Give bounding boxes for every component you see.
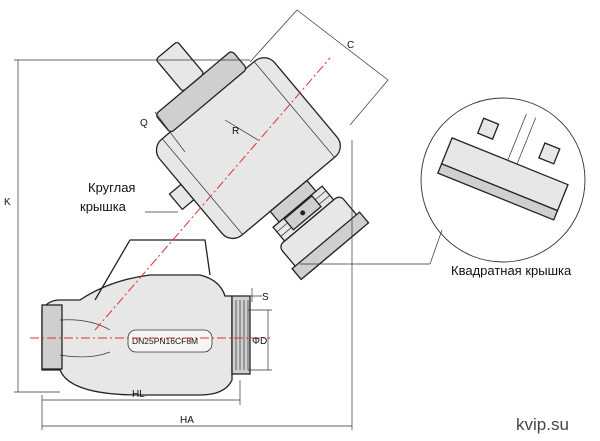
dim-phid-label: ΦD — [252, 336, 267, 347]
square-cap-label: Квадратная крышка — [451, 263, 572, 278]
dim-c-line — [296, 9, 389, 81]
valve-body: DN25PN16CF8M — [41, 239, 251, 396]
outlet-thread — [231, 295, 251, 375]
body-marking: DN25PN16CF8M — [132, 336, 198, 346]
marking-plate — [127, 329, 213, 353]
detail-view — [420, 97, 586, 263]
indicator-shaft — [156, 41, 204, 92]
dim-ha-label: HA — [180, 415, 194, 426]
dim-c-label: C — [347, 40, 354, 51]
dim-hl-label: HL — [132, 389, 145, 400]
dim-r-label: R — [232, 126, 239, 137]
watermark: kvip.su — [516, 415, 569, 434]
dim-k-label: K — [4, 197, 11, 208]
diagonal-axis — [94, 57, 331, 331]
inlet-flange — [41, 304, 63, 370]
round-cap-label-line2: крышка — [80, 199, 127, 214]
dim-s-label: S — [262, 292, 269, 303]
round-cap-label-line1: Круглая — [88, 180, 135, 195]
actuator — [155, 41, 370, 281]
dim-q-line — [154, 111, 186, 153]
dim-r-line — [224, 119, 259, 141]
air-port — [168, 183, 195, 211]
dim-q-label: Q — [140, 118, 148, 129]
